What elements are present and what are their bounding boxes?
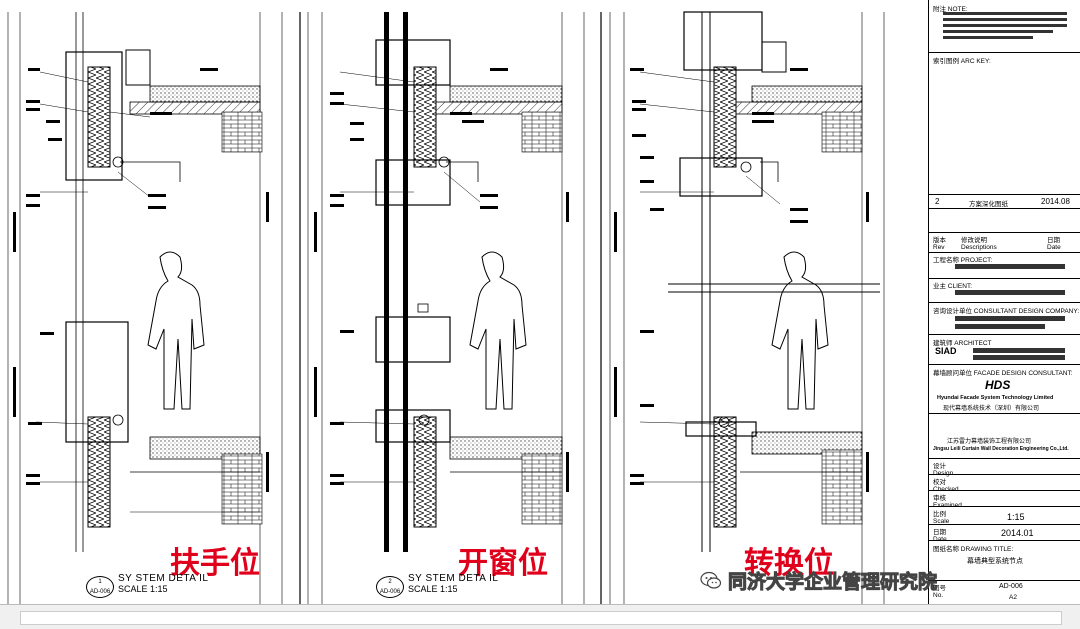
horizontal-scrollbar[interactable] bbox=[0, 604, 1080, 629]
detail-scale-2: SCALE 1:15 bbox=[408, 584, 458, 594]
watermark-text: 同济大学企业管理研究院 bbox=[727, 570, 938, 593]
rev-desc: 方案深化图纸 bbox=[969, 201, 1008, 208]
no-value: AD-006 bbox=[999, 583, 1023, 590]
note-text-redacted-2 bbox=[943, 18, 1067, 21]
detail-ref-1: AD-006 bbox=[89, 589, 111, 595]
wechat-icon bbox=[700, 571, 722, 589]
consultant-label: 咨询设计单位 CONSULTANT DESIGN COMPANY: bbox=[933, 308, 1080, 315]
scale-label: 比例 Scale bbox=[933, 511, 950, 525]
consultant-redacted bbox=[955, 316, 1065, 321]
divider bbox=[929, 524, 1080, 525]
hds-chinese-name: 现代幕墙系统技术（深圳）有限公司 bbox=[943, 406, 1040, 412]
no-label: 图号 No. bbox=[933, 585, 946, 599]
detail-title-2: SY STEM DETA IL SCALE 1:15 bbox=[408, 573, 499, 594]
divider bbox=[929, 334, 1080, 335]
jg-chinese-name: 江苏雷力幕墙装饰工程有限公司 bbox=[947, 439, 1032, 445]
divider bbox=[929, 474, 1080, 475]
rev-header-num: 版本 Rev bbox=[933, 237, 946, 251]
note-text-redacted-3 bbox=[943, 24, 1067, 27]
panel-2-label: 开窗位 bbox=[458, 546, 548, 581]
size-value: A2 bbox=[1009, 594, 1017, 601]
detail-marker-2: 2 AD-006 bbox=[376, 576, 404, 598]
divider bbox=[929, 490, 1080, 491]
architect-label: 建筑师 ARCHITECT bbox=[933, 340, 992, 347]
scale-value: 1:15 bbox=[1007, 512, 1025, 522]
note-text-redacted bbox=[943, 12, 1067, 15]
architect-redacted bbox=[973, 348, 1065, 353]
divider bbox=[929, 413, 1080, 414]
architect-redacted-2 bbox=[973, 355, 1065, 360]
divider bbox=[929, 580, 1080, 581]
project-redacted bbox=[955, 264, 1065, 269]
consultant-redacted-2 bbox=[955, 324, 1045, 329]
examined-label: 审核 Examined bbox=[933, 495, 962, 509]
detail-number-2: 2 bbox=[388, 579, 392, 585]
divider bbox=[929, 302, 1080, 303]
date-label: 日期 Date bbox=[933, 529, 947, 543]
divider bbox=[929, 194, 1080, 195]
panel-1-label: 扶手位 bbox=[170, 546, 260, 581]
rev-header-desc: 修改说明 Descriptions bbox=[961, 237, 997, 251]
rev-date: 2014.08 bbox=[1041, 197, 1070, 206]
panel-3-label: 转换位 bbox=[744, 546, 834, 581]
divider bbox=[929, 364, 1080, 365]
drawing-title-label: 图纸名称 DRAWING TITLE: bbox=[933, 546, 1014, 553]
hds-english-name: Hyundai Facade System Technology Limited bbox=[937, 395, 1054, 401]
detail-title-text-2: SY STEM DETA IL bbox=[408, 573, 499, 584]
panel-1-drawing bbox=[7, 12, 283, 612]
divider bbox=[929, 506, 1080, 507]
siad-logo: SIAD bbox=[935, 346, 957, 356]
title-block: 附注 NOTE: 索引图例 ARC KEY: 2 方案深化图纸 2014.08 … bbox=[928, 0, 1080, 604]
detail-title-1: SY STEM DETA IL SCALE 1:15 bbox=[118, 573, 209, 594]
detail-ref-2: AD-006 bbox=[379, 589, 401, 595]
divider bbox=[929, 458, 1080, 459]
facade-label: 幕墙顾问单位 FACADE DESIGN CONSULTANT: bbox=[933, 370, 1073, 377]
divider bbox=[929, 278, 1080, 279]
rev-header-date: 日期 Date bbox=[1047, 237, 1061, 251]
divider bbox=[929, 208, 1080, 209]
detail-scale-1: SCALE 1:15 bbox=[118, 584, 168, 594]
project-label: 工程名称 PROJECT: bbox=[933, 257, 993, 264]
scrollbar-track[interactable] bbox=[20, 611, 1062, 625]
drawing-title: 幕墙典型系统节点 bbox=[967, 558, 1023, 565]
design-label: 设计 Design bbox=[933, 463, 954, 477]
note-text-redacted-5 bbox=[943, 36, 1033, 39]
client-redacted bbox=[955, 290, 1065, 295]
detail-number-1: 1 bbox=[98, 579, 102, 585]
divider bbox=[929, 52, 1080, 53]
hds-logo: HDS bbox=[985, 378, 1011, 392]
divider bbox=[929, 232, 1080, 233]
panel-2-drawing bbox=[307, 12, 585, 612]
checked-label: 校对 Checked bbox=[933, 479, 959, 493]
key-label: 索引图例 ARC KEY: bbox=[933, 58, 991, 65]
detail-title-text-1: SY STEM DETA IL bbox=[118, 573, 209, 584]
panel-3-drawing bbox=[609, 11, 885, 612]
note-text-redacted-4 bbox=[943, 30, 1053, 33]
detail-marker-1: 1 AD-006 bbox=[86, 576, 114, 598]
note-label: 附注 NOTE: bbox=[933, 6, 968, 13]
divider bbox=[929, 540, 1080, 541]
client-label: 业主 CLIENT: bbox=[933, 283, 973, 290]
divider bbox=[929, 252, 1080, 253]
watermark: 同济大学企业管理研究院 bbox=[700, 566, 938, 594]
rev-num: 2 bbox=[935, 197, 940, 206]
date-value: 2014.01 bbox=[1001, 528, 1034, 538]
jg-english-name: Jingsu Leili Curtain Wall Decoration Eng… bbox=[933, 446, 1069, 452]
